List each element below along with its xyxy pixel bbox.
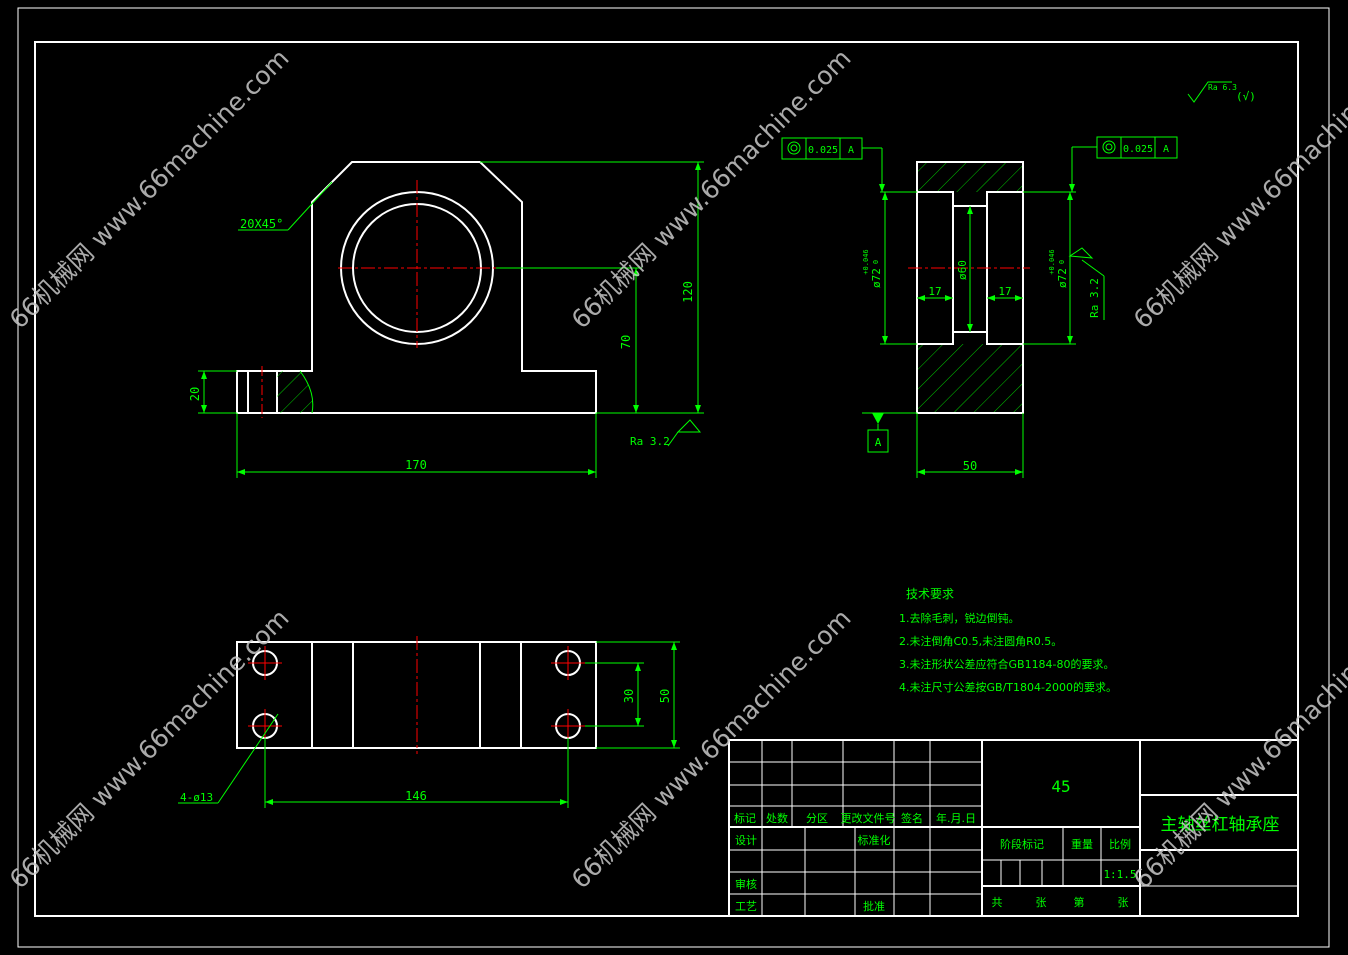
tech-req-item: 2.未注倒角C0.5,未注圆角R0.5。: [899, 634, 1062, 648]
label-sheet-no: 第: [1074, 895, 1085, 909]
tolerance-left-value: 0.025: [808, 145, 838, 156]
mount-hole: [551, 709, 585, 743]
dim-bore-left-tol-low: 0: [872, 260, 880, 264]
tech-req-item: 3.未注形状公差应符合GB1184-80的要求。: [899, 657, 1115, 671]
front-view-outline: [236, 161, 597, 414]
inner-border: [34, 41, 1299, 917]
mount-hole: [248, 709, 282, 743]
label-process: 工艺: [735, 900, 757, 913]
dim-bore-right-tol: +0.046: [1048, 249, 1056, 274]
dim-bore-right-tol-low: 0: [1058, 260, 1066, 264]
label-design: 设计: [735, 834, 757, 847]
dim-bore-left-tol: +0.046: [862, 249, 870, 274]
dim-step-right: 17: [998, 285, 1011, 298]
mount-hole: [551, 646, 585, 680]
title-block-text: 45 主轴丝杠轴承座 标记 处数 分区 更改文件号 签名 年.月.日 设计 标准…: [734, 777, 1280, 913]
dim-width-170: 170: [405, 458, 427, 472]
dim-bore-left: ø72: [870, 268, 883, 288]
top-view: 30 50 146 4-ø13: [178, 636, 680, 808]
front-roughness: Ra 3.2: [630, 435, 670, 448]
tolerance-right-value: 0.025: [1123, 144, 1153, 155]
dim-center-70: 70: [619, 335, 633, 349]
dim-height-120: 120: [681, 281, 695, 303]
tolerance-right-ref: A: [1163, 144, 1169, 155]
chamfer-label: 20X45°: [240, 217, 283, 231]
datum-box: [867, 429, 889, 453]
label-review: 审核: [735, 877, 757, 891]
datum-triangle: [872, 413, 884, 424]
hole-label: 4-ø13: [180, 791, 213, 804]
surface-finish-note: Ra 6.3: [1208, 83, 1237, 92]
watermark-text: 66机械网 www.66machine.com: [566, 43, 857, 334]
header-count: 处数: [766, 812, 788, 825]
roughness-symbol: [1068, 247, 1094, 259]
title-block: [728, 739, 1299, 917]
dim-depth-50: 50: [963, 459, 977, 473]
label-approve: 批准: [863, 899, 885, 913]
label-total: 共: [992, 896, 1003, 909]
outer-border: [17, 7, 1330, 948]
tech-req-title: 技术要求: [906, 587, 954, 601]
roughness-symbol: [676, 419, 702, 433]
side-view: ø72 +0.046 0 ø72 +0.046 0 ø60 17 17 50 A: [781, 81, 1256, 478]
label-weight: 重量: [1071, 837, 1093, 851]
label-standardize: 标准化: [858, 833, 891, 847]
label-sheets: 张: [1036, 896, 1047, 909]
watermark-text: 66机械网 www.66machine.com: [566, 603, 857, 894]
header-change-doc: 更改文件号: [841, 811, 896, 825]
technical-requirements: 技术要求 1.去除毛刺，锐边倒钝。 2.未注倒角C0.5,未注圆角R0.5。 3…: [899, 587, 1117, 694]
tech-req-item: 1.去除毛刺，锐边倒钝。: [899, 611, 1020, 625]
label-stage-mark: 阶段标记: [1000, 837, 1044, 851]
surface-finish-icon: [1187, 81, 1232, 103]
scale-value: 1:1.5: [1103, 868, 1136, 881]
watermark-text: 66机械网 www.66machine.com: [4, 43, 295, 334]
part-name: 主轴丝杠轴承座: [1161, 815, 1280, 835]
side-roughness: Ra 3.2: [1088, 278, 1101, 318]
dim-bore-right: ø72: [1056, 268, 1069, 288]
header-zone: 分区: [806, 812, 828, 825]
header-date: 年.月.日: [936, 811, 976, 825]
watermarks: 66机械网 www.66machine.com 66机械网 www.66mach…: [4, 43, 1348, 894]
header-signature: 签名: [901, 811, 923, 825]
surface-finish-paren: (√): [1236, 90, 1256, 103]
side-hatch-bottom: [917, 344, 1023, 413]
front-view: 120 70 20 170 20X45° Ra 3.2: [188, 161, 704, 478]
watermark-text: 66机械网 www.66machine.com: [1128, 43, 1348, 334]
label-scale: 比例: [1109, 837, 1131, 851]
side-hatch-top: [917, 162, 1023, 192]
dim-base-20: 20: [188, 387, 202, 401]
tech-req-item: 4.未注尺寸公差按GB/T1804-2000的要求。: [899, 680, 1117, 694]
tolerance-left-ref: A: [848, 145, 854, 156]
front-hatch: [277, 371, 313, 413]
header-mark: 标记: [734, 811, 756, 825]
concentricity-icon: [1102, 140, 1116, 154]
concentricity-icon: [787, 141, 801, 155]
mount-hole: [248, 646, 282, 680]
label-sheet-unit: 张: [1118, 896, 1129, 909]
datum-label: A: [875, 436, 882, 449]
material-label: 45: [1051, 777, 1070, 796]
dim-inner-60: ø60: [956, 260, 969, 280]
dim-width-50: 50: [658, 689, 672, 703]
dim-hole-spacing-30: 30: [622, 689, 636, 703]
dim-step-left: 17: [928, 285, 941, 298]
dim-hole-spacing-146: 146: [405, 789, 427, 803]
